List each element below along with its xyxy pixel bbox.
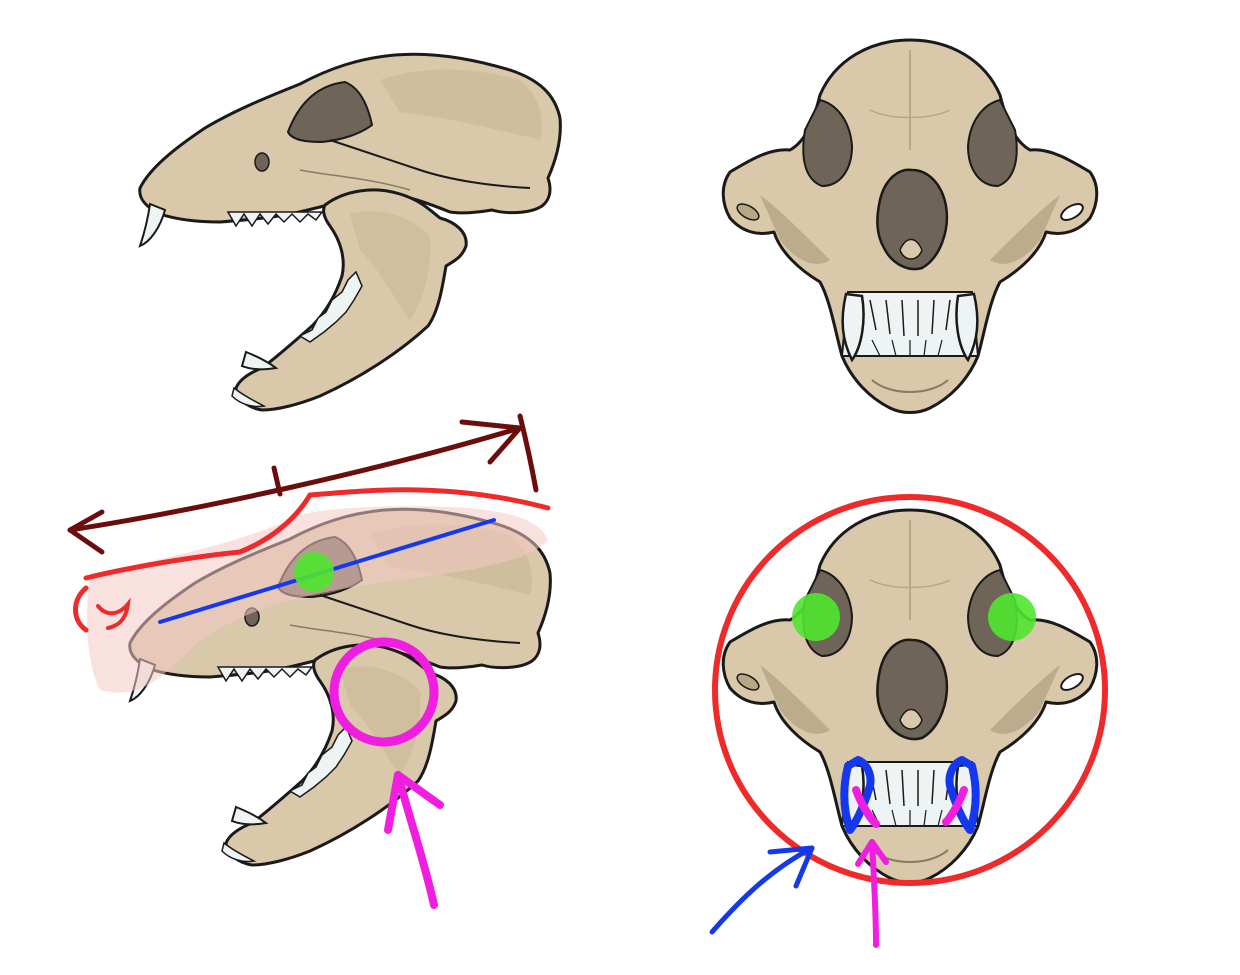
nose-bracket (73, 585, 89, 633)
head-outline-circle (712, 494, 1108, 886)
arrow-head-right (459, 419, 523, 465)
canine-pointer-arrow-blue (709, 845, 815, 935)
skull-front-view (721, 38, 1099, 414)
snout-flesh-overlay (87, 506, 549, 693)
incisor-pointer-arrow (869, 839, 879, 948)
incisor-pointer-arrow-head (855, 839, 889, 867)
canine-pointer-arrow-blue-head (767, 845, 815, 889)
jaw-joint-arrow-head (384, 771, 444, 834)
right-eye-marker (988, 593, 1036, 641)
jaw-joint-arrow (394, 771, 438, 909)
left-canine-mark (852, 786, 880, 828)
skull-length-arrow (67, 425, 523, 533)
left-eye-marker (792, 593, 840, 641)
skull-side-view-annotated (67, 413, 552, 909)
right-canine-mark (942, 786, 968, 826)
jaw-joint-circle (329, 637, 439, 747)
nose-mark (96, 597, 131, 630)
snout-outline (83, 487, 551, 581)
end-tick-right (517, 413, 539, 493)
skull-side-view (138, 52, 562, 412)
eye-marker (294, 552, 334, 592)
midpoint-tick (271, 465, 283, 497)
skull-front-view-annotated (709, 494, 1108, 948)
arrow-head-left (67, 509, 105, 555)
